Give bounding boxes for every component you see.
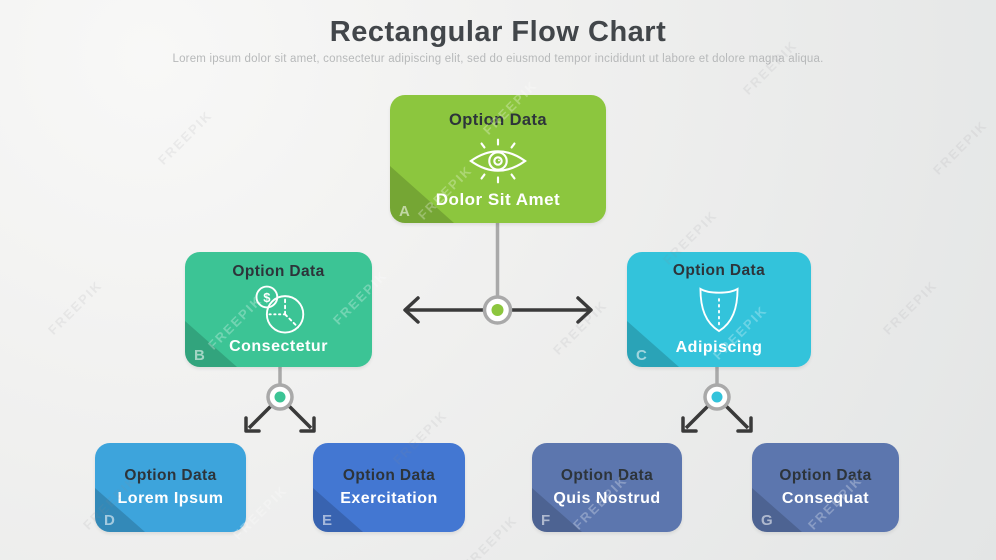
arrow-down-left-icon: [244, 416, 261, 433]
page-subtitle: Lorem ipsum dolor sit amet, consectetur …: [172, 53, 824, 65]
flow-node-d: D Option Data Lorem Ipsum: [95, 443, 246, 532]
flow-node-f: F Option Data Quis Nostrud: [532, 443, 682, 532]
node-label: Dolor Sit Amet: [435, 189, 561, 209]
junction-dot-b: [274, 391, 286, 403]
node-letter: F: [541, 512, 551, 529]
node-label: Quis Nostrud: [553, 490, 661, 507]
node-letter: C: [636, 347, 648, 364]
coin-pie-chart-icon: $: [250, 284, 308, 336]
arrow-left-icon: [403, 296, 420, 324]
header: Rectangular Flow Chart Lorem ipsum dolor…: [0, 16, 996, 65]
flow-node-g: G Option Data Consequat: [752, 443, 899, 532]
node-label: Consequat: [781, 490, 870, 507]
arrow-down-right-icon: [736, 416, 753, 433]
eye-icon: [467, 137, 529, 185]
node-label: Exercitation: [340, 490, 438, 507]
node-title: Option Data: [232, 263, 325, 280]
node-letter: G: [761, 512, 774, 529]
arrow-down-left-icon: [681, 416, 698, 433]
node-title: Option Data: [342, 467, 436, 484]
svg-text:$: $: [263, 290, 271, 305]
junction-dot-a: [491, 304, 504, 316]
flow-node-c: C Option Data Adipiscing: [627, 252, 811, 367]
flow-node-e: E Option Data Exercitation: [313, 443, 465, 532]
node-letter: D: [104, 512, 116, 529]
node-title: Option Data: [449, 110, 547, 129]
node-letter: B: [194, 347, 206, 364]
corner-fold: [627, 321, 679, 367]
node-letter: E: [322, 512, 333, 529]
node-letter: A: [399, 203, 411, 220]
arrow-right-icon: [576, 296, 593, 324]
node-title: Option Data: [779, 467, 872, 484]
flow-node-b: B Option Data $ Consectetur: [185, 252, 372, 367]
node-label: Lorem Ipsum: [117, 490, 224, 507]
junction-dot-c: [711, 391, 723, 403]
node-title: Option Data: [124, 467, 217, 484]
page-title: Rectangular Flow Chart: [329, 16, 667, 48]
node-label: Consectetur: [229, 338, 328, 355]
arrow-down-right-icon: [299, 416, 316, 433]
shield-icon: [695, 283, 743, 337]
node-title: Option Data: [560, 467, 654, 484]
node-title: Option Data: [672, 262, 766, 279]
flow-node-a: A Option Data Dolor Sit Amet: [390, 95, 606, 223]
node-label: Adipiscing: [675, 339, 763, 356]
